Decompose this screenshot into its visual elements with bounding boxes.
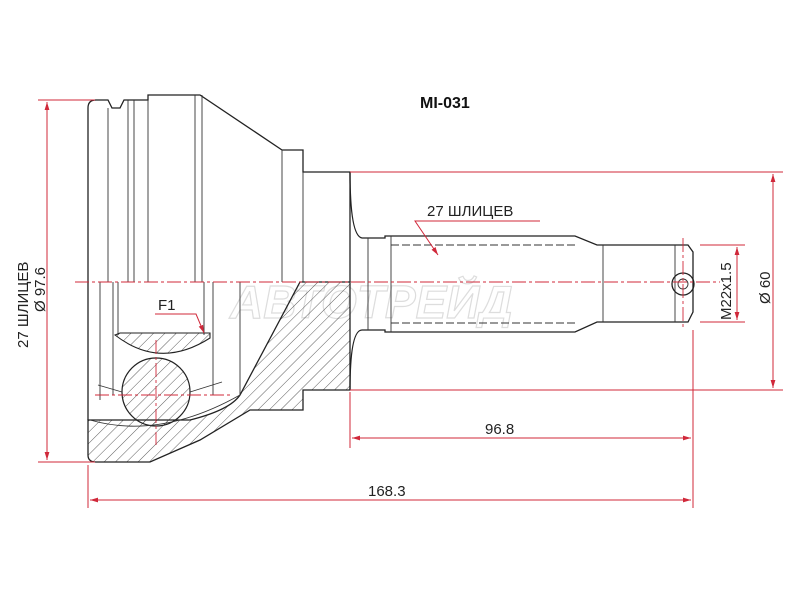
total-length-label: 168.3 (368, 483, 406, 500)
seal-diameter-label: Ø 60 (757, 271, 774, 304)
thread-label: M22x1.5 (718, 262, 735, 320)
watermark: АВТОТРЕЙД (229, 276, 513, 328)
leader-shaft-splines (414, 220, 540, 256)
f1-label: F1 (158, 297, 176, 314)
extension-lines (38, 99, 783, 508)
part-number: MI-031 (420, 95, 470, 112)
outer-splines-label: 27 ШЛИЦЕВ (15, 262, 32, 348)
housing-upper (87, 94, 351, 282)
leader-f1 (155, 313, 205, 334)
outer-diameter-label: Ø 97.6 (32, 267, 49, 312)
shaft-splines-label: 27 ШЛИЦЕВ (427, 203, 513, 220)
shaft-length-label: 96.8 (485, 421, 514, 438)
housing-section (87, 281, 351, 463)
